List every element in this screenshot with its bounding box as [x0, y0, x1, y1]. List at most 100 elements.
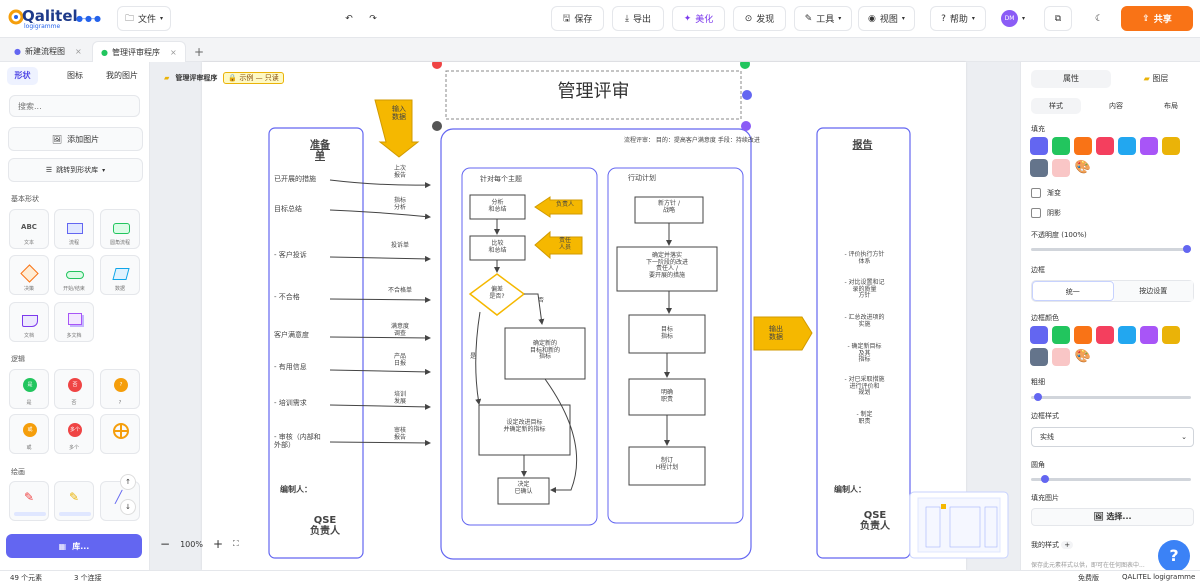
close-icon[interactable]: ×: [169, 47, 177, 57]
logic-shape[interactable]: [100, 414, 140, 454]
subtab-style[interactable]: 样式: [1031, 98, 1081, 114]
shape-rounded-process[interactable]: 圆角流程: [100, 209, 140, 249]
left-item[interactable]: 已开展的措施: [274, 175, 316, 183]
add-image-button[interactable]: 🖼添加图片: [8, 127, 143, 151]
radius-slider-thumb[interactable]: [1041, 475, 1049, 483]
box-analyze[interactable]: 分析 和总结: [488, 199, 507, 213]
border-per-side-button[interactable]: 按边设置: [1113, 281, 1193, 301]
left-tab-my-images[interactable]: 我的图片: [106, 71, 138, 80]
border-uniform-button[interactable]: 统一: [1032, 281, 1114, 301]
color-swatch[interactable]: [1052, 159, 1070, 177]
discover-button[interactable]: ⊙发现: [733, 6, 786, 31]
save-button[interactable]: 🖫保存: [551, 6, 604, 31]
user-menu[interactable]: DM▾: [997, 6, 1029, 31]
scroll-down-button[interactable]: ↓: [120, 499, 136, 515]
view-button[interactable]: ◉视图▾: [858, 6, 915, 31]
library-button[interactable]: ▦库...: [6, 534, 142, 558]
color-swatch[interactable]: [1052, 137, 1070, 155]
subtab-layout[interactable]: 布局: [1164, 102, 1178, 110]
right-item[interactable]: - 汇总改进项的 实施: [844, 314, 885, 328]
undo-button[interactable]: ↶: [340, 6, 358, 31]
left-tab-shapes[interactable]: 形状: [7, 67, 38, 85]
gradient-checkbox[interactable]: 渐变: [1031, 188, 1061, 198]
left-item[interactable]: 客户满意度: [274, 331, 309, 339]
opacity-slider-thumb[interactable]: [1183, 245, 1191, 253]
border-style-select[interactable]: 实线⌄: [1031, 427, 1194, 447]
help-fab[interactable]: ?: [1158, 540, 1190, 572]
color-swatch[interactable]: [1030, 326, 1048, 344]
logic-shape[interactable]: 多个多个: [54, 414, 94, 454]
subtab-content[interactable]: 内容: [1109, 102, 1123, 110]
right-tab-properties[interactable]: 属性: [1031, 70, 1111, 88]
tab-new-flowchart[interactable]: ●新建流程图×: [6, 41, 90, 62]
zoom-out-button[interactable]: −: [160, 537, 171, 551]
logic-shape[interactable]: ??: [100, 369, 140, 409]
tools-button[interactable]: ✎工具▾: [794, 6, 852, 31]
plan-box-1[interactable]: 新方针 / 战略: [658, 200, 680, 214]
color-swatch[interactable]: [1074, 326, 1092, 344]
canvas-area[interactable]: ▰ 管理评审程序 🔒 示例 — 只读: [150, 62, 1020, 570]
fit-screen-icon[interactable]: ⛶: [233, 539, 239, 548]
beautify-button[interactable]: ✦美化: [672, 6, 725, 31]
shape-start-end[interactable]: 开始/结束: [54, 255, 94, 295]
palette-icon[interactable]: 🎨: [1074, 160, 1092, 175]
jump-to-library-button[interactable]: ☰跳转到形状库▾: [8, 158, 143, 182]
shape-multi-document[interactable]: 多文档: [54, 302, 94, 342]
color-swatch[interactable]: [1118, 137, 1136, 155]
color-swatch[interactable]: [1162, 137, 1180, 155]
help-button[interactable]: ?帮助▾: [930, 6, 986, 31]
plan-box-2[interactable]: 确定并落实 下一阶段的改进 责任人 / 要开展的措施: [645, 252, 688, 279]
color-swatch[interactable]: [1074, 137, 1092, 155]
present-button[interactable]: ⧉: [1044, 6, 1072, 31]
thickness-slider[interactable]: [1031, 393, 1191, 401]
left-item[interactable]: - 不合格: [274, 293, 300, 301]
color-swatch[interactable]: [1118, 326, 1136, 344]
share-button[interactable]: ⇪共享: [1121, 6, 1193, 31]
tab-management-review[interactable]: ●管理评审程序×: [92, 41, 186, 62]
left-item[interactable]: - 审核（内部和 外部）: [274, 433, 321, 449]
pen-tool[interactable]: ✎: [9, 481, 49, 521]
opacity-slider[interactable]: [1031, 245, 1191, 253]
shape-document[interactable]: 文档: [9, 302, 49, 342]
left-item[interactable]: - 客户投诉: [274, 251, 307, 259]
logic-shape[interactable]: 或或: [9, 414, 49, 454]
right-item[interactable]: - 对已采取措施 进行评价和 规划: [844, 376, 885, 397]
scroll-up-button[interactable]: ↑: [120, 474, 136, 490]
shadow-checkbox[interactable]: 阴影: [1031, 208, 1061, 218]
shape-process[interactable]: 流程: [54, 209, 94, 249]
color-swatch[interactable]: [1052, 348, 1070, 366]
color-swatch[interactable]: [1052, 326, 1070, 344]
diagram-title[interactable]: 管理评审: [557, 81, 630, 102]
color-swatch[interactable]: [1030, 348, 1048, 366]
choose-image-button[interactable]: 🖼 选择...: [1031, 508, 1194, 526]
add-tab-button[interactable]: +: [194, 44, 205, 59]
color-swatch[interactable]: [1096, 326, 1114, 344]
logic-shape[interactable]: 是是: [9, 369, 49, 409]
box-compare[interactable]: 比较 和总结: [488, 240, 507, 254]
add-style-button[interactable]: +: [1061, 541, 1074, 549]
plan-box-5[interactable]: 制订 H程计划: [655, 457, 679, 471]
plan-box-4[interactable]: 明确 职责: [660, 389, 673, 403]
left-item[interactable]: - 有用信息: [274, 363, 307, 371]
redo-button[interactable]: ↷: [364, 6, 382, 31]
box-kpi[interactable]: 设定改进目标 并确定新的指标: [503, 419, 546, 433]
color-swatch[interactable]: [1030, 159, 1048, 177]
file-menu-button[interactable]: 🗀文件▾: [117, 6, 171, 31]
color-swatch[interactable]: [1140, 137, 1158, 155]
palette-icon[interactable]: 🎨: [1074, 349, 1092, 364]
color-swatch[interactable]: [1096, 137, 1114, 155]
zoom-in-button[interactable]: +: [212, 537, 223, 551]
right-item[interactable]: - 确定新目标 及其 指标: [847, 343, 882, 364]
shape-search-input[interactable]: [9, 95, 140, 117]
color-swatch[interactable]: [1162, 326, 1180, 344]
left-tab-icons[interactable]: 图标: [67, 71, 83, 80]
left-item[interactable]: 目标总结: [274, 205, 302, 213]
right-item[interactable]: - 评价执行方针 体系: [844, 251, 885, 265]
theme-toggle[interactable]: ☾: [1085, 6, 1113, 31]
thickness-slider-thumb[interactable]: [1034, 393, 1042, 401]
box-validate[interactable]: 决定 已确认: [514, 481, 533, 495]
shape-data[interactable]: 数据: [100, 255, 140, 295]
zoom-level[interactable]: 100%: [180, 539, 203, 549]
brand-logo[interactable]: Qalitel ●–●–● logigramme: [8, 6, 108, 32]
